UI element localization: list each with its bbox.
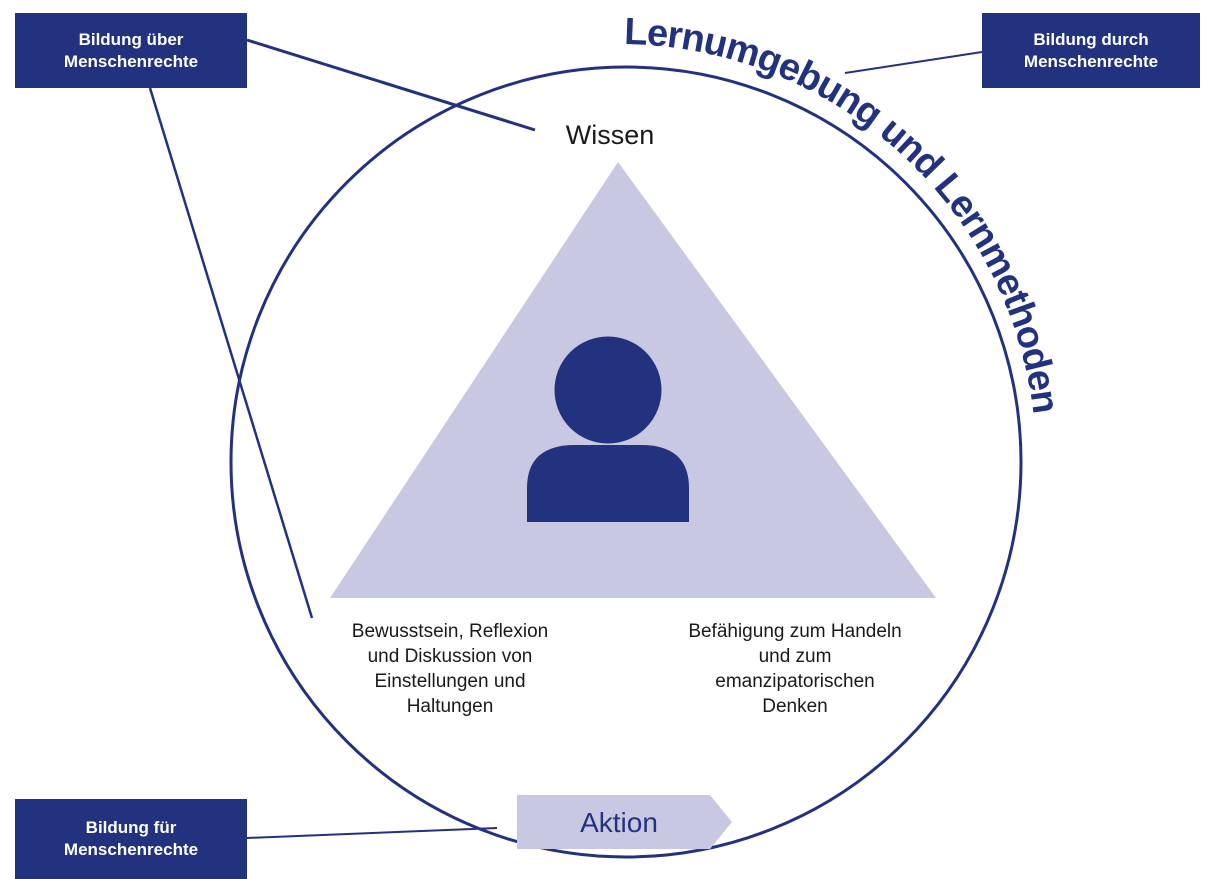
label-befaehigung: Befähigung zum Handeln und zum emanzipat… (645, 619, 945, 719)
connector-line-ueber-left (148, 87, 314, 619)
box-ueber-line1: Bildung über (78, 29, 184, 49)
label-right-line: Denken (762, 696, 828, 717)
label-left-line: Bewusstsein, Reflexion (351, 621, 549, 642)
connector-line-durch (844, 51, 983, 74)
label-left-line: Einstellungen und (374, 671, 526, 692)
box-bildung-durch: Bildung durch Menschenrechte (982, 13, 1200, 88)
label-right-line: Befähigung zum Handeln (688, 621, 902, 642)
label-right-line: und zum (758, 646, 832, 667)
connector-line-ueber (246, 38, 536, 132)
connector-line-fuer (246, 827, 498, 839)
box-fuer-line1: Bildung für (85, 818, 177, 837)
label-wissen: Wissen (565, 120, 655, 150)
action-arrow-shape (517, 795, 732, 849)
action-label: Aktion (580, 807, 658, 838)
label-left-line: Haltungen (406, 696, 494, 717)
label-right-line: emanzipatorischen (715, 671, 875, 692)
box-fuer-line2: Menschenrechte (63, 840, 199, 859)
label-bewusstsein: Bewusstsein, Reflexion und Diskussion vo… (300, 619, 600, 719)
box-ueber-line2: Menschenrechte (63, 51, 199, 71)
learning-environment-circle (229, 65, 1023, 859)
person-icon (527, 331, 689, 522)
box-bildung-ueber: Bildung über Menschenrechte (15, 13, 247, 88)
box-bildung-fuer: Bildung für Menschenrechte (15, 799, 247, 879)
label-left-line: und Diskussion von (367, 646, 533, 667)
box-durch-line1: Bildung durch (1033, 29, 1149, 49)
box-durch-line2: Menschenrechte (1023, 51, 1159, 71)
